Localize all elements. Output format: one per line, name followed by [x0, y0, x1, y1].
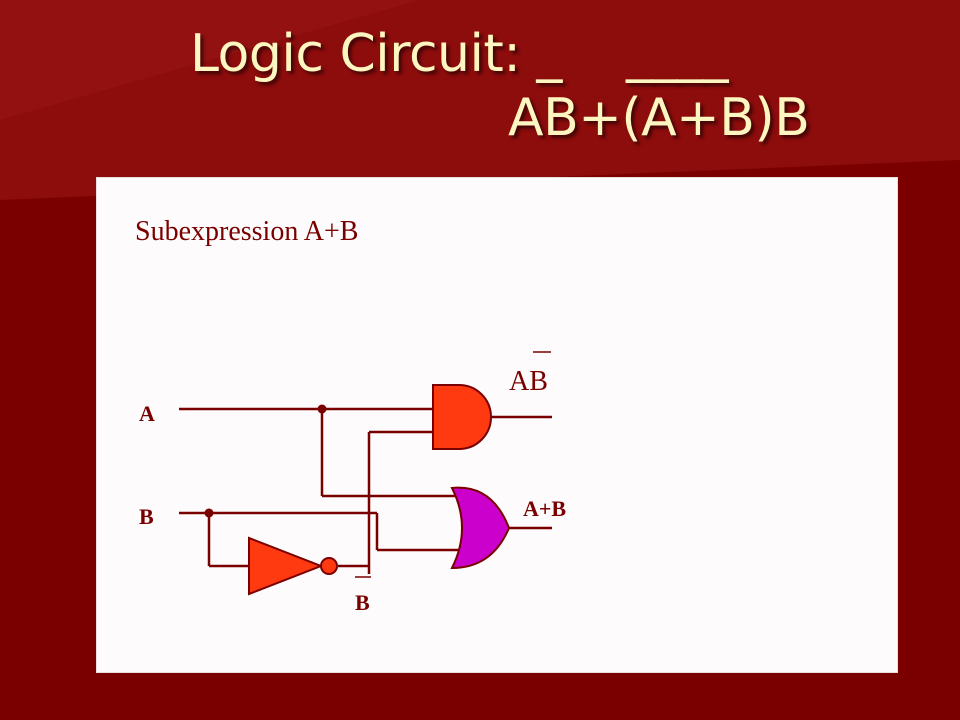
- diagram-panel: Subexpression A+B A B: [96, 177, 898, 673]
- not-gate-bubble: [320, 557, 338, 575]
- input-b-label: B: [139, 504, 154, 529]
- input-a-label: A: [139, 401, 155, 426]
- and-gate: [432, 384, 492, 450]
- not-output-label: B: [355, 590, 370, 615]
- logic-circuit-diagram: Subexpression A+B A B: [135, 216, 566, 615]
- title-line-2: AB+(A+B)B: [508, 88, 810, 148]
- slide-title: Logic Circuit: _ ____ AB+(A+B)B: [190, 22, 930, 150]
- or-output-label: A+B: [523, 496, 566, 521]
- not-gate: [248, 536, 324, 596]
- subexpression-label: Subexpression A+B: [135, 216, 358, 247]
- title-line-1: Logic Circuit: _ ____: [190, 24, 729, 84]
- junction-a: [317, 404, 327, 414]
- wires: [179, 407, 552, 574]
- or-gate: [450, 486, 511, 570]
- junction-b: [204, 508, 214, 518]
- and-output-label: AB: [509, 366, 548, 397]
